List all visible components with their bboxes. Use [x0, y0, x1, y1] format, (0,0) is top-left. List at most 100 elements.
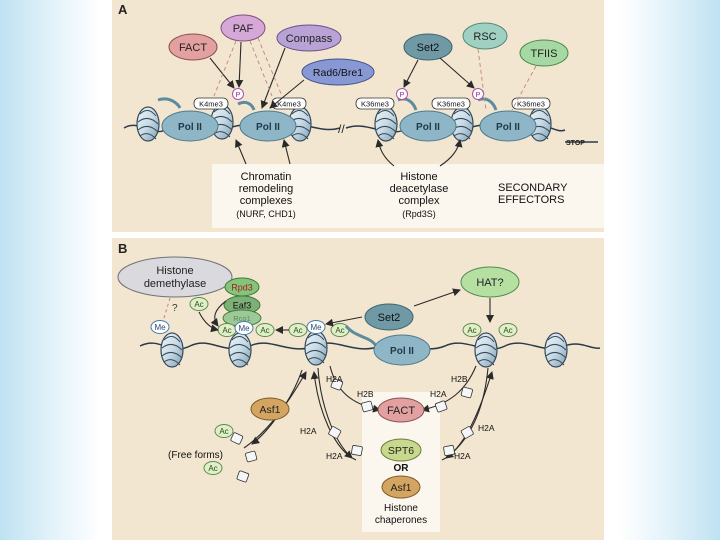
factor-set2-a: Set2 — [403, 33, 453, 61]
secondary-effectors-label: SECONDARY EFFECTORS — [498, 182, 568, 206]
svg-text:K4me3: K4me3 — [199, 100, 223, 109]
panel-b: B Histone demethylase ? Rpd3 Eaf3 Rco1 M — [112, 238, 604, 540]
me-tag-3: Me — [306, 320, 326, 334]
svg-text:complexes: complexes — [240, 195, 293, 207]
h2a-label-5: H2A — [326, 451, 343, 461]
svg-text:SECONDARY: SECONDARY — [498, 182, 568, 194]
svg-text:remodeling: remodeling — [239, 183, 293, 195]
svg-text:(Rpd3S): (Rpd3S) — [402, 209, 436, 219]
svg-text:P: P — [400, 92, 405, 99]
svg-text:Compass: Compass — [286, 33, 333, 45]
svg-text:Rad6/Bre1: Rad6/Bre1 — [313, 67, 363, 79]
histone-chaperones-label: Histone chaperones — [375, 503, 427, 526]
svg-text:SPT6: SPT6 — [388, 445, 414, 457]
ac-tag-4: Ac — [288, 323, 308, 337]
pol-ii-a3: Pol II — [397, 97, 457, 142]
nucleosome-b5 — [544, 332, 568, 368]
rpd3-label: Rpd3 — [231, 283, 253, 293]
factor-asf1-center: Asf1 — [381, 475, 421, 499]
pol-ii-a2: Pol II — [237, 100, 297, 142]
pol-ii-a1: Pol II — [157, 97, 219, 142]
ac-tag-2: Ac — [217, 323, 237, 337]
nucleosome-b1 — [160, 332, 184, 368]
svg-text:Histone: Histone — [400, 171, 437, 183]
svg-text:deacetylase: deacetylase — [390, 183, 449, 195]
histone-deacetylase-complex: Histone deacetylase complex (Rpd3S) — [390, 171, 449, 219]
h2a-label-1: H2A — [326, 374, 343, 384]
secondary-effectors-band — [212, 164, 604, 228]
h2a-label-4: H2A — [478, 423, 495, 433]
hat-complex: HAT? — [460, 266, 520, 298]
svg-text:PAF: PAF — [233, 23, 254, 35]
pol-ii-a4: Pol II — [477, 97, 537, 142]
factor-compass: Compass — [276, 24, 342, 52]
svg-text:chaperones: chaperones — [375, 515, 427, 526]
factor-spt6: SPT6 — [380, 438, 422, 462]
chromatin-remodeling-complexes: Chromatin remodeling complexes (NURF, CH… — [236, 171, 296, 219]
svg-text:Histone: Histone — [156, 265, 193, 277]
histone-demethylase: Histone demethylase — [117, 256, 233, 298]
factor-asf1-left: Asf1 — [250, 397, 290, 421]
svg-text:Chromatin: Chromatin — [241, 171, 292, 183]
svg-text:demethylase: demethylase — [144, 278, 206, 290]
svg-text:FACT: FACT — [179, 42, 207, 54]
pol-ii-label: Pol II — [178, 122, 202, 133]
panel-b-label: B — [118, 241, 127, 256]
h2a-label-6: H2A — [454, 451, 471, 461]
svg-text:K4me3: K4me3 — [277, 100, 301, 109]
factor-rsc: RSC — [462, 22, 508, 50]
svg-text:Ac: Ac — [335, 326, 344, 335]
svg-text:RSC: RSC — [473, 31, 496, 43]
phospho-marker-3: P — [472, 88, 484, 100]
histone-dimers — [230, 378, 474, 483]
svg-text:TFIIS: TFIIS — [531, 48, 558, 60]
svg-text:Ac: Ac — [503, 326, 512, 335]
pol-ii-b: Pol II — [344, 324, 431, 366]
svg-text:P: P — [476, 92, 481, 99]
mark-k36me3-2: K36me3 — [431, 97, 471, 110]
factor-rad6-bre1: Rad6/Bre1 — [301, 58, 375, 86]
free-forms-label: (Free forms) — [168, 450, 223, 461]
svg-text:Ac: Ac — [260, 326, 269, 335]
strand-break: // — [338, 122, 345, 136]
mark-k36me3-1: K36me3 — [355, 97, 395, 110]
dashed-links-a — [213, 37, 537, 111]
phospho-marker-2: P — [396, 88, 408, 100]
mark-k36me3-3: K36me3 — [511, 97, 551, 110]
recruitment-arrows-a — [209, 41, 475, 167]
free-ac-tag-1: Ac — [214, 424, 234, 438]
or-label: OR — [394, 463, 410, 474]
svg-text:P: P — [236, 92, 241, 99]
pol-ii-label: Pol II — [496, 122, 520, 133]
nucleosome-a1 — [136, 106, 160, 142]
h2b-label-2: H2B — [451, 374, 468, 384]
stop-label: STOP — [566, 140, 585, 147]
ac-tag-7: Ac — [498, 323, 518, 337]
pol-ii-label: Pol II — [416, 122, 440, 133]
h2a-label-2: H2A — [430, 389, 447, 399]
ac-tag-5: Ac — [330, 323, 350, 337]
ac-tag-1: Ac — [189, 297, 209, 311]
factor-fact-b: FACT — [377, 397, 425, 423]
h2b-label-1: H2B — [357, 389, 374, 399]
me-tag-2: Me — [234, 321, 254, 335]
ac-tag-6: Ac — [462, 323, 482, 337]
panel-a: A // STOP Pol II Pol II Pol II — [112, 0, 604, 232]
svg-text:Ac: Ac — [194, 300, 203, 309]
svg-text:Set2: Set2 — [417, 42, 440, 54]
svg-text:Set2: Set2 — [378, 312, 401, 324]
svg-text:Histone: Histone — [384, 503, 418, 514]
factor-tfiis: TFIIS — [519, 39, 569, 67]
svg-text:(NURF, CHD1): (NURF, CHD1) — [236, 209, 296, 219]
mark-k4me3-1: K4me3 — [193, 97, 229, 110]
svg-text:Me: Me — [310, 323, 322, 332]
pol-ii-b-label: Pol II — [390, 346, 414, 357]
svg-text:Asf1: Asf1 — [390, 482, 411, 494]
factor-set2-b: Set2 — [364, 303, 414, 331]
svg-text:K36me3: K36me3 — [517, 100, 545, 109]
eaf3-label: Eaf3 — [233, 301, 252, 311]
nucleosome-b4 — [474, 332, 498, 368]
h2a-label-3: H2A — [300, 426, 317, 436]
rco1-label: Rco1 — [233, 314, 251, 323]
